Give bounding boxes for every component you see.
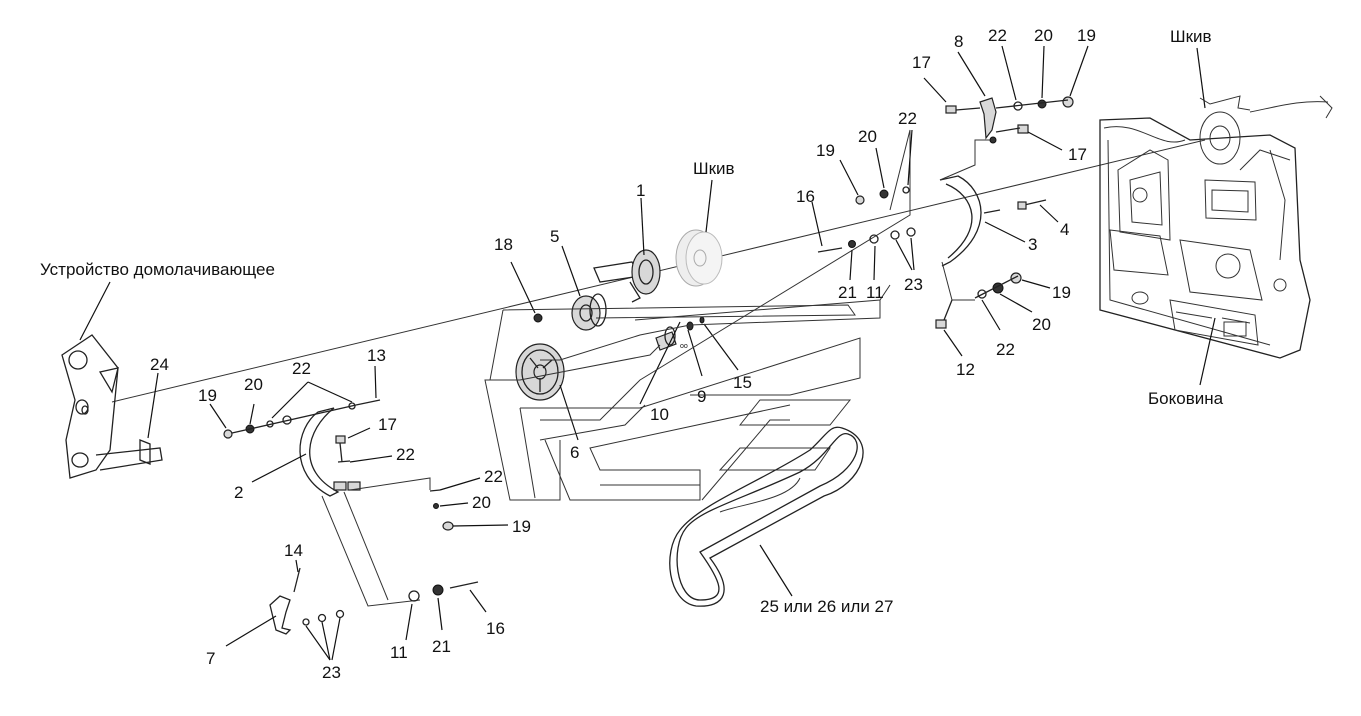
- callout-11-low: 11: [390, 643, 408, 662]
- washer-20-mid-part: [879, 189, 889, 199]
- main-pulley-part: [515, 343, 565, 401]
- nut-19-low-part: [442, 521, 454, 531]
- callout-23-low: 23: [322, 663, 341, 682]
- idler-pulley-part: [593, 249, 661, 303]
- callout-22-right: 22: [996, 340, 1015, 359]
- callout-1: 1: [636, 181, 645, 200]
- drive-belt-part: [669, 426, 864, 607]
- lever-8-part: [979, 97, 997, 144]
- callout-20-left: 20: [244, 375, 263, 394]
- callout-16-low: 16: [486, 619, 505, 638]
- callout-19-mid: 19: [816, 141, 835, 160]
- callout-10: 10: [650, 405, 669, 424]
- nut-19-top-part: [1062, 96, 1074, 108]
- washer-22-right-part: [977, 289, 987, 299]
- thresher-label: Устройство домолачивающее: [40, 260, 275, 279]
- callout-20-right: 20: [1032, 315, 1051, 334]
- callout-4: 4: [1060, 220, 1069, 239]
- side-panel-label: Боковина: [1148, 389, 1224, 408]
- callout-2: 2: [234, 483, 243, 502]
- callout-24: 24: [150, 355, 169, 374]
- small-pulley-part: [571, 293, 607, 331]
- callout-20-top: 20: [1034, 26, 1053, 45]
- callout-20-mid: 20: [858, 127, 877, 146]
- bracket-3-part: [939, 175, 1001, 267]
- washer-22-mid-part: [902, 186, 910, 194]
- washer-20-top-part: [1037, 99, 1047, 109]
- callout-11-mid: 11: [866, 283, 884, 302]
- callout-17-left: 17: [378, 415, 397, 434]
- nut-21-low-part: [432, 584, 444, 596]
- nut-21-mid-part: [848, 240, 856, 248]
- callout-13: 13: [367, 346, 386, 365]
- callout-22-low: 22: [484, 467, 503, 486]
- callout-3: 3: [1028, 235, 1037, 254]
- callout-9: 9: [697, 387, 706, 406]
- bolt-16-low-part: [449, 581, 479, 589]
- bolt-17-right-part: [1017, 124, 1029, 134]
- right-sheave-label: Шкив: [1170, 27, 1212, 46]
- belt-label: 25 или 26 или 27: [760, 597, 893, 616]
- callout-17-right: 17: [1068, 145, 1087, 164]
- side-panel-part: [1099, 95, 1333, 359]
- callout-21-mid: 21: [838, 283, 857, 302]
- callout-12: 12: [956, 360, 975, 379]
- callout-16-mid: 16: [796, 187, 815, 206]
- belt-routing-outlines: [484, 129, 911, 501]
- callout-22-leftb: 22: [396, 445, 415, 464]
- callout-20-low: 20: [472, 493, 491, 512]
- callout-23-mid: 23: [904, 275, 923, 294]
- nut-19-right-part: [1010, 272, 1022, 284]
- washer-11-mid-part: [869, 234, 879, 244]
- lever-7-part: [269, 567, 301, 635]
- bolt-12-part: [935, 299, 953, 329]
- callout-14: 14: [284, 541, 303, 560]
- mid-sheave-label: Шкив: [693, 159, 735, 178]
- callout-7: 7: [206, 649, 215, 668]
- bolt-17-top-part: [945, 105, 957, 114]
- thresher-device-part: [61, 334, 163, 479]
- bolt-13-part: [355, 399, 381, 406]
- callout-21-low: 21: [432, 637, 451, 656]
- bracket-2-part: [299, 407, 361, 497]
- callout-18: 18: [494, 235, 513, 254]
- callout-19-right: 19: [1052, 283, 1071, 302]
- callout-8: 8: [954, 32, 963, 51]
- callout-19-top: 19: [1077, 26, 1096, 45]
- callout-15: 15: [733, 373, 752, 392]
- bolt-16-mid-part: [817, 247, 843, 253]
- callout-22-mid: 22: [898, 109, 917, 128]
- bolt-4-part: [1017, 199, 1047, 210]
- callout-22-left: 22: [292, 359, 311, 378]
- nut-19-mid-part: [855, 195, 865, 205]
- washer-11-low-part: [408, 590, 420, 602]
- callout-19-low: 19: [512, 517, 531, 536]
- svg-text:oo: oo: [680, 343, 688, 350]
- callout-5: 5: [550, 227, 559, 246]
- nut-18-part: [533, 313, 543, 323]
- mid-sheave-part: [675, 229, 723, 287]
- bolt-17-left-part: [335, 435, 346, 444]
- nut-19-left-part: [223, 429, 233, 439]
- callout-6: 6: [570, 443, 579, 462]
- callout-17-top: 17: [912, 53, 931, 72]
- callout-19-left: 19: [198, 386, 217, 405]
- callout-22-top: 22: [988, 26, 1007, 45]
